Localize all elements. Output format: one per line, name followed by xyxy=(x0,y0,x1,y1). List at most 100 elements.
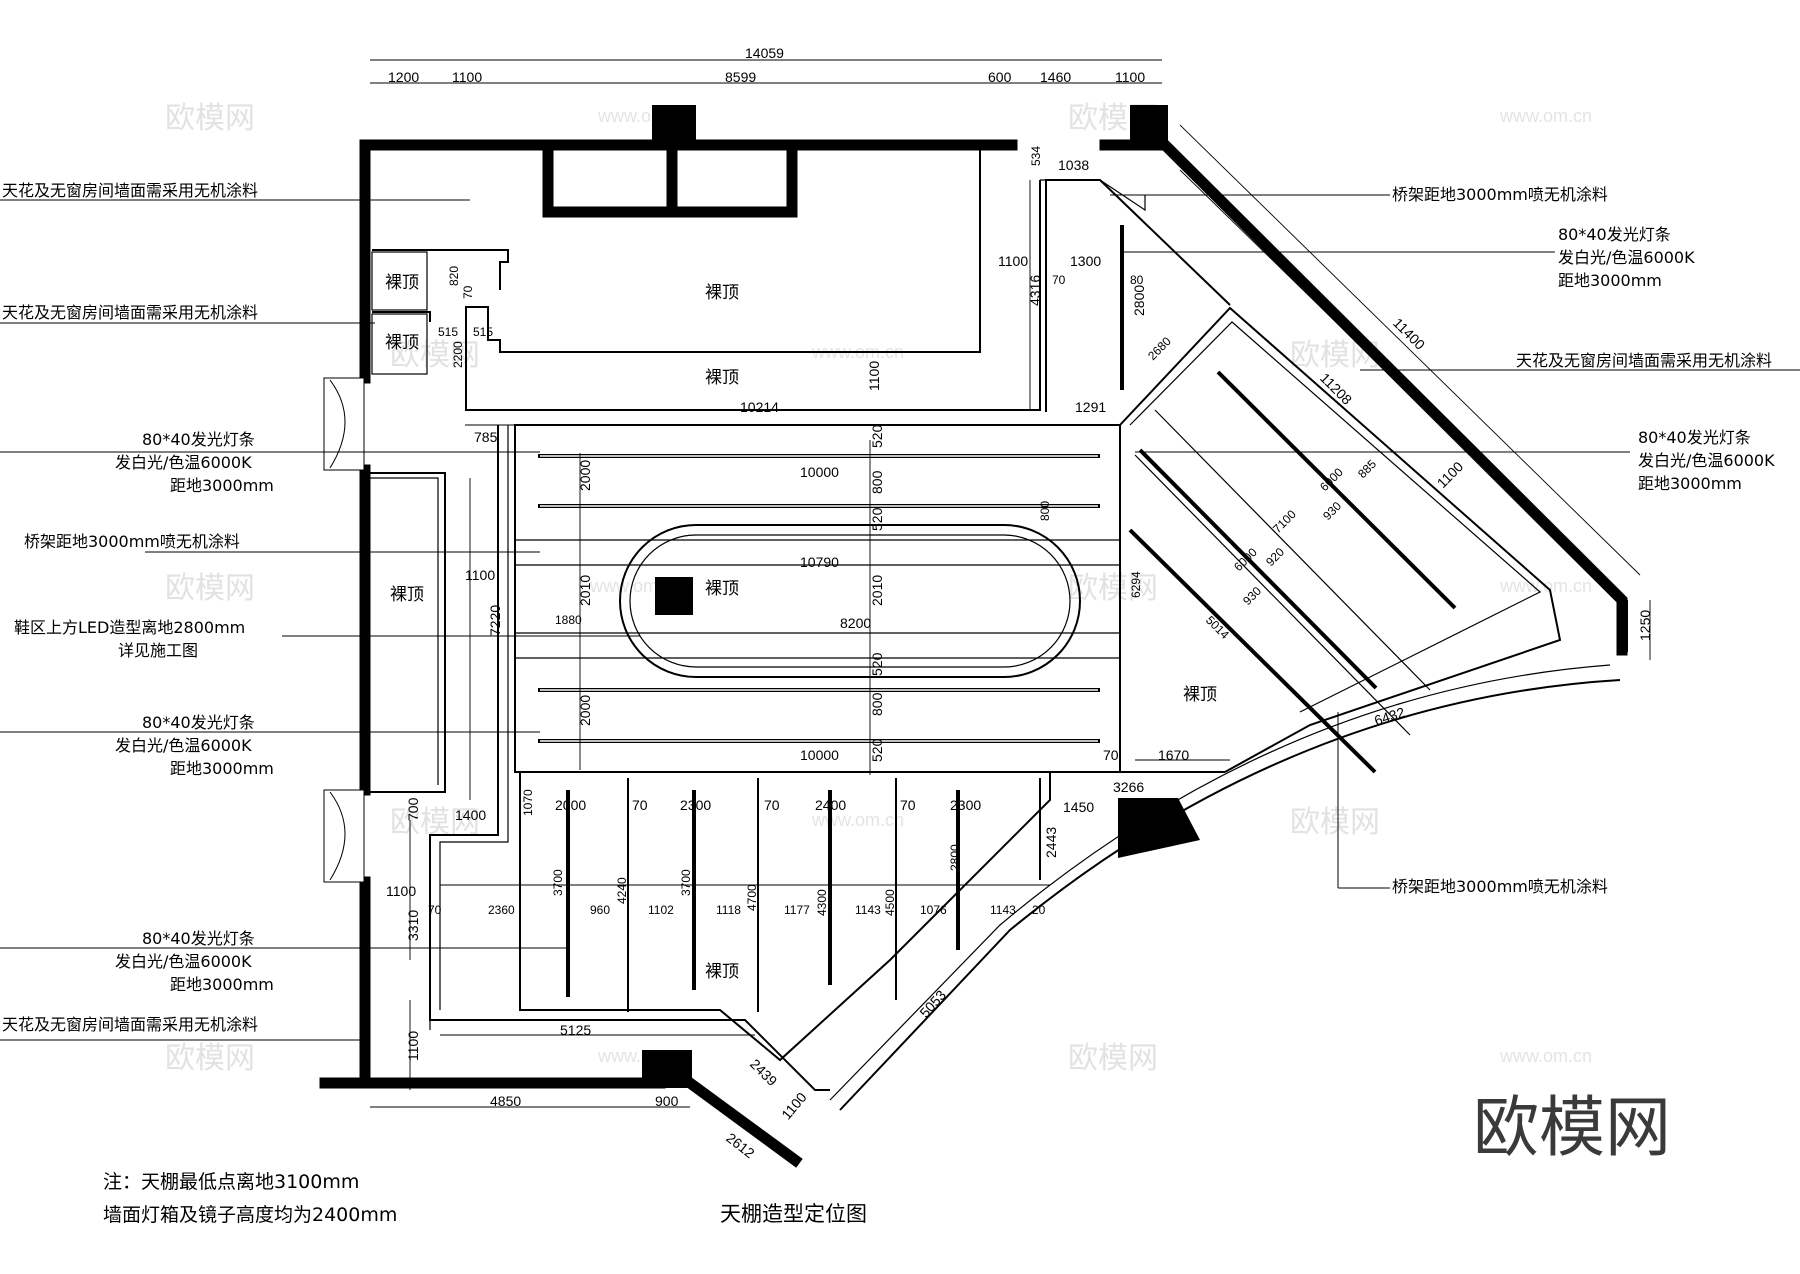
dim-text: 785 xyxy=(474,429,498,445)
dim-text: 2000 xyxy=(555,797,586,813)
curve-front xyxy=(839,679,1621,1111)
light-strips-center xyxy=(515,454,1120,743)
dim-text: 1450 xyxy=(1063,799,1094,815)
dim-text: 2443 xyxy=(1043,827,1059,858)
oval-led xyxy=(619,524,1081,678)
room-label: 裸顶 xyxy=(390,585,424,605)
dim-text: 960 xyxy=(590,903,610,917)
dim-text: 2200 xyxy=(451,341,465,368)
dim-text: 930 xyxy=(1240,584,1264,608)
note-line-2: 墙面灯箱及镜子高度均为2400mm xyxy=(103,1204,397,1226)
light-note-2: 发白光/色温6000K xyxy=(115,952,252,971)
door-swing xyxy=(329,379,346,469)
column-top xyxy=(652,105,696,145)
dim-text: 2800 xyxy=(948,844,962,871)
dim-text: 70 xyxy=(764,797,780,813)
dim-text: 1300 xyxy=(1070,253,1101,269)
room-label: 裸顶 xyxy=(705,962,739,982)
counter-box xyxy=(542,139,798,218)
light-note-2: 发白光/色温6000K xyxy=(115,736,252,755)
wall-right-diag xyxy=(1099,139,1628,656)
dim-text: 6294 xyxy=(1129,571,1143,598)
leaders xyxy=(0,194,1800,1041)
dim-text: 800 xyxy=(869,470,885,494)
left-lower-inner xyxy=(439,425,509,1010)
dim-text: 5053 xyxy=(916,987,949,1021)
dim-text: 1100 xyxy=(778,1089,810,1123)
dim-text: 4300 xyxy=(815,889,829,916)
watermark-url: www.om.cn xyxy=(1499,1046,1592,1066)
light-note-1: 80*40发光灯条 xyxy=(1558,225,1671,244)
dim-text: 2300 xyxy=(680,797,711,813)
column-top-right xyxy=(1130,105,1168,145)
light-note-3: 距地3000mm xyxy=(170,476,274,495)
dim-text: 1880 xyxy=(555,613,582,627)
light-note-3: 距地3000mm xyxy=(1638,474,1742,493)
dim-text: 520 xyxy=(869,424,885,448)
light-note-3: 距地3000mm xyxy=(1558,271,1662,290)
title-block: 注：天棚最低点离地3100mm 墙面灯箱及镜子高度均为2400mm 天棚造型定位… xyxy=(103,1089,1671,1226)
watermark: 欧模网 xyxy=(1068,571,1158,606)
drawing-title: 天棚造型定位图 xyxy=(720,1202,867,1226)
room-label: 裸顶 xyxy=(705,368,739,388)
dim-text: 1102 xyxy=(648,903,674,917)
watermark-url: www.om.cn xyxy=(811,810,904,830)
top-room-outline xyxy=(465,150,1041,411)
dim-text: 4240 xyxy=(615,877,629,904)
dim-text: 2300 xyxy=(950,797,981,813)
bridge-line xyxy=(1134,454,1411,736)
light-note-3: 距地3000mm xyxy=(170,759,274,778)
shoe-zone xyxy=(363,472,446,793)
dim-text: 70 xyxy=(900,797,916,813)
bridge-line xyxy=(1154,409,1431,691)
dim-text: 600 xyxy=(988,69,1012,85)
dim-text: 6432 xyxy=(1372,704,1407,729)
dim-text: 2439 xyxy=(747,1056,780,1089)
watermark: 欧模网 xyxy=(165,571,255,606)
pillar-center xyxy=(655,577,693,615)
dim-text: 10214 xyxy=(740,399,779,415)
dim-text: 80 xyxy=(1130,273,1144,287)
paint-note: 天花及无窗房间墙面需采用无机涂料 xyxy=(2,303,258,322)
door-upper xyxy=(323,377,365,471)
watermark: 欧模网 xyxy=(1290,805,1380,840)
dim-text: 2360 xyxy=(488,903,515,917)
dim-text: 2000 xyxy=(577,695,593,726)
shoe-led-note-2: 详见施工图 xyxy=(118,641,198,660)
room-label: 裸顶 xyxy=(705,579,739,599)
dim-text: 520 xyxy=(869,738,885,762)
right-zone-outline xyxy=(1119,306,1562,773)
room-labels: 裸顶 裸顶 裸顶 裸顶 裸顶 裸顶 裸顶 裸顶 xyxy=(385,273,1217,982)
dim-text: 11400 xyxy=(1390,315,1428,353)
ceiling-outlines xyxy=(363,139,1621,1111)
dim-text: 930 xyxy=(1320,499,1344,523)
light-note-1: 80*40发光灯条 xyxy=(1638,428,1751,447)
dim-text: 2010 xyxy=(577,575,593,606)
light-note-3: 距地3000mm xyxy=(170,975,274,994)
light-strip xyxy=(1138,448,1378,690)
paint-note: 天花及无窗房间墙面需采用无机涂料 xyxy=(2,1015,258,1034)
dim-text: 70 xyxy=(1052,273,1066,287)
dim-text: 800 xyxy=(1038,501,1052,521)
dim-text: 1070 xyxy=(521,789,535,816)
dim-text: 515 xyxy=(438,325,458,339)
dim-text: 20 xyxy=(1032,903,1046,917)
dim-text: 1100 xyxy=(1115,69,1145,85)
dim-text: 8200 xyxy=(840,615,871,631)
dim-text: 70 xyxy=(1103,747,1119,763)
watermark: 欧模网 xyxy=(165,1041,255,1076)
dim-text: 10790 xyxy=(800,554,839,570)
watermark: 欧模网 xyxy=(165,101,255,136)
annotation-texts: 天花及无窗房间墙面需采用无机涂料 天花及无窗房间墙面需采用无机涂料 天花及无窗房… xyxy=(2,181,1775,1034)
dim-text: 1200 xyxy=(388,69,419,85)
dim-text: 6000 xyxy=(1317,465,1346,494)
dim-text: 700 xyxy=(405,797,421,821)
door-swing xyxy=(329,791,346,881)
light-note-1: 80*40发光灯条 xyxy=(142,929,255,948)
dim-text: 2800 xyxy=(1131,285,1147,316)
shoe-zone-inner xyxy=(370,477,439,785)
door-lower xyxy=(323,789,365,883)
dim-text: 7100 xyxy=(1270,507,1299,536)
dim-text: 1100 xyxy=(998,253,1028,269)
light-note-2: 发白光/色温6000K xyxy=(115,453,252,472)
